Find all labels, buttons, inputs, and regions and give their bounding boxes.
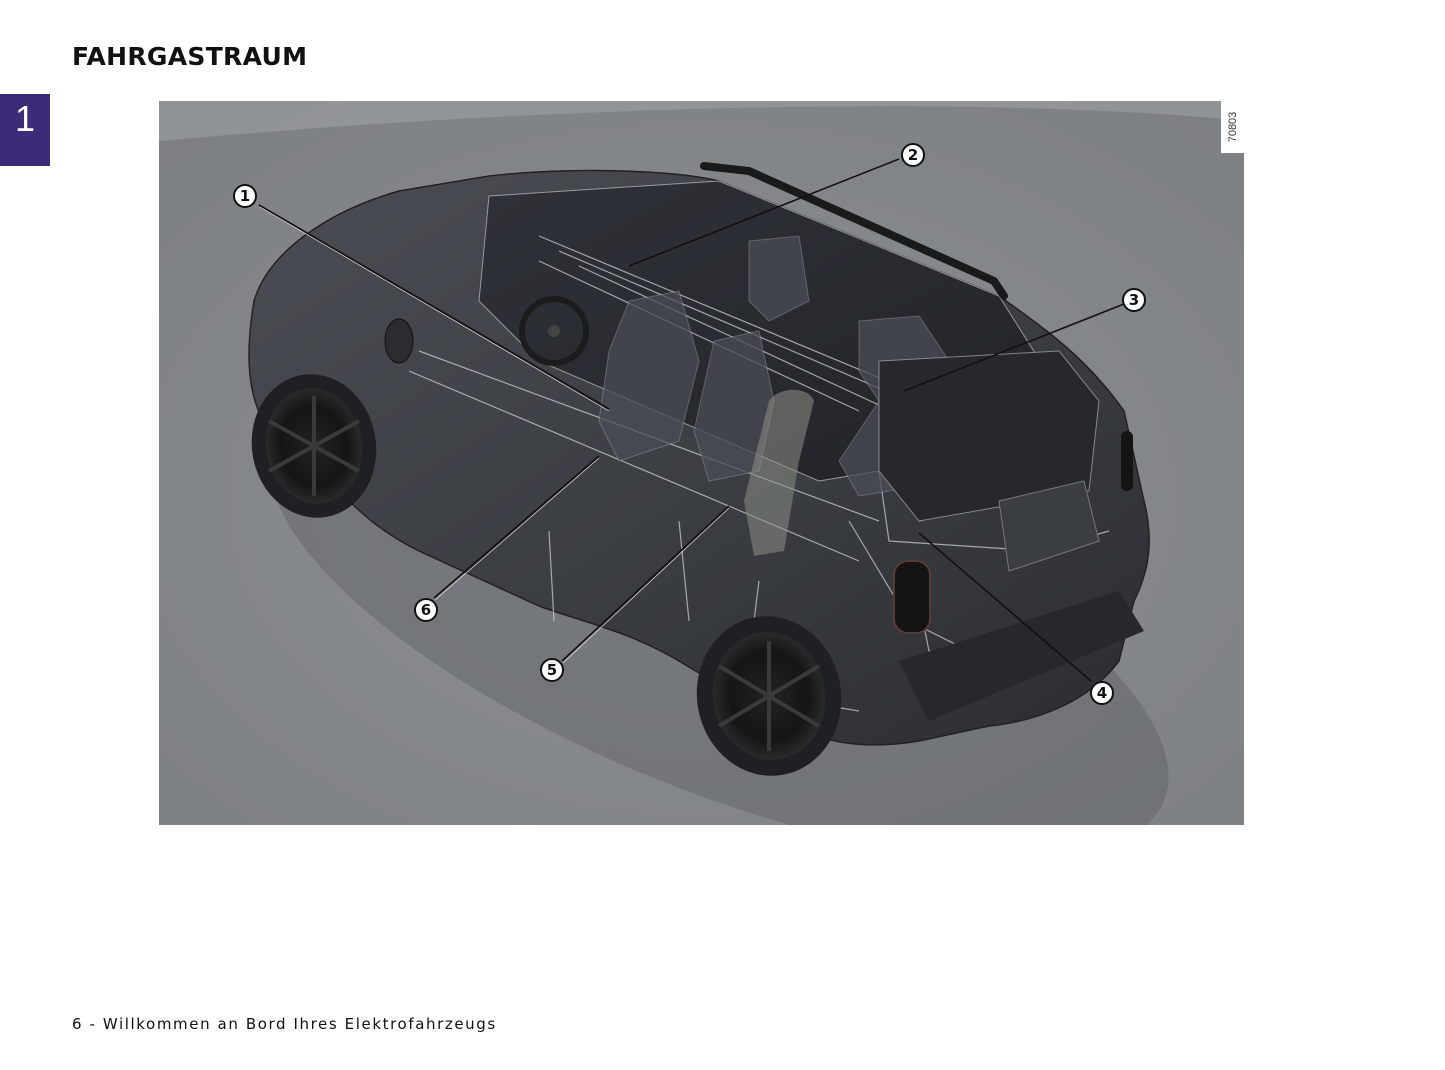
page-footer: 6 - Willkommen an Bord Ihres Elektrofahr… — [72, 1015, 497, 1033]
callout-3[interactable]: 3 — [1122, 288, 1146, 312]
vehicle-figure: 70803 1 2 3 4 5 6 — [159, 101, 1244, 825]
callout-6[interactable]: 6 — [414, 598, 438, 622]
callout-1[interactable]: 1 — [233, 184, 257, 208]
callout-4[interactable]: 4 — [1090, 681, 1114, 705]
callout-2[interactable]: 2 — [901, 143, 925, 167]
chapter-number: 1 — [14, 98, 36, 139]
page-title: FAHRGASTRAUM — [72, 42, 308, 71]
vehicle-illustration — [159, 101, 1244, 825]
callout-5[interactable]: 5 — [540, 658, 564, 682]
chapter-tab: 1 — [0, 94, 50, 166]
figure-id: 70803 — [1221, 101, 1244, 153]
